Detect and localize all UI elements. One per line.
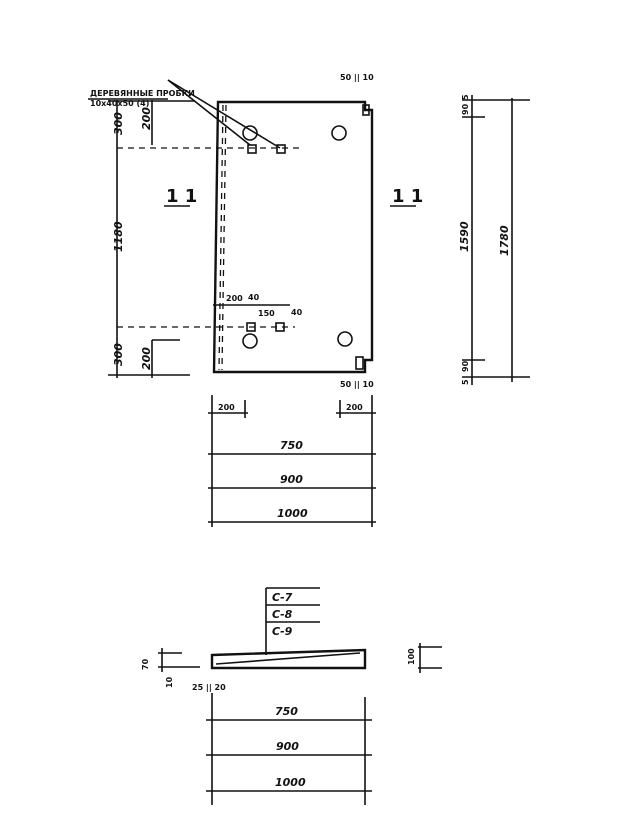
dim-left-top: 300 — [112, 112, 125, 135]
dim-edge-gap: 25 || 20 — [192, 683, 226, 692]
dim-left-middle: 1180 — [112, 221, 125, 252]
dim-right-middle: 1590 — [458, 221, 471, 252]
dim-inner-c: 150 — [258, 309, 275, 318]
dim-right-bottom: 90 — [461, 360, 470, 372]
dim-section-left: 70 — [141, 658, 150, 670]
wooden-plug — [276, 144, 286, 154]
section-mark-left: 1 1 — [166, 186, 197, 207]
dim-bottom-gap: 50 || 10 — [340, 380, 374, 389]
dim-section-1000: 1000 — [275, 776, 306, 789]
panel-elevation: 200 40 150 40 — [117, 100, 374, 374]
dim-right-top: 90 — [461, 103, 470, 115]
cross-section: С-7 С-8 С-9 70 10 100 25 || 20 750 900 1… — [141, 587, 442, 805]
dim-plan-left: 200 — [218, 403, 235, 412]
section-mark-right: 1 1 — [392, 186, 423, 207]
dim-900: 900 — [280, 473, 303, 486]
dim-750: 750 — [280, 439, 303, 452]
dim-plan-right: 200 — [346, 403, 363, 412]
dim-section-right: 100 — [407, 648, 416, 665]
lifting-hole — [331, 125, 347, 141]
dim-right-total: 1780 — [498, 225, 511, 256]
lifting-hole — [242, 125, 258, 141]
left-dimensions: 300 200 1180 300 200 — [108, 100, 195, 378]
dim-inner-d: 40 — [291, 308, 303, 317]
mark-c9: С-9 — [272, 625, 293, 638]
wooden-plugs-label: ДЕРЕВЯННЫЕ ПРОБКИ 10x40x50 (4) — [88, 79, 281, 149]
right-dimensions: 5 90 1590 90 5 1780 — [458, 94, 530, 385]
leader-label-line1: ДЕРЕВЯННЫЕ ПРОБКИ — [90, 89, 195, 98]
leader-label-line2: 10x40x50 (4) — [90, 99, 149, 108]
dim-section-750: 750 — [275, 705, 298, 718]
dim-section-left-bottom: 10 — [165, 676, 174, 688]
dim-left-bottom-inner: 200 — [140, 347, 153, 370]
dim-top-gap: 50 || 10 — [340, 73, 374, 82]
dim-left-bottom: 300 — [112, 343, 125, 366]
wooden-plug — [247, 144, 257, 154]
dim-inner-a: 200 — [226, 294, 243, 303]
dim-left-top-inner: 200 — [140, 107, 153, 130]
dim-right-top-small: 5 — [461, 94, 470, 100]
dim-right-bottom-small: 5 — [461, 379, 470, 385]
lifting-hole — [337, 331, 353, 347]
mark-c7: С-7 — [272, 591, 293, 604]
mark-c8: С-8 — [272, 608, 293, 621]
plan-dimensions: 200 200 750 900 1000 — [208, 395, 376, 527]
lifting-hole — [242, 333, 258, 349]
dim-inner-b: 40 — [248, 293, 260, 302]
dim-section-900: 900 — [276, 740, 299, 753]
dim-1000: 1000 — [277, 507, 308, 520]
